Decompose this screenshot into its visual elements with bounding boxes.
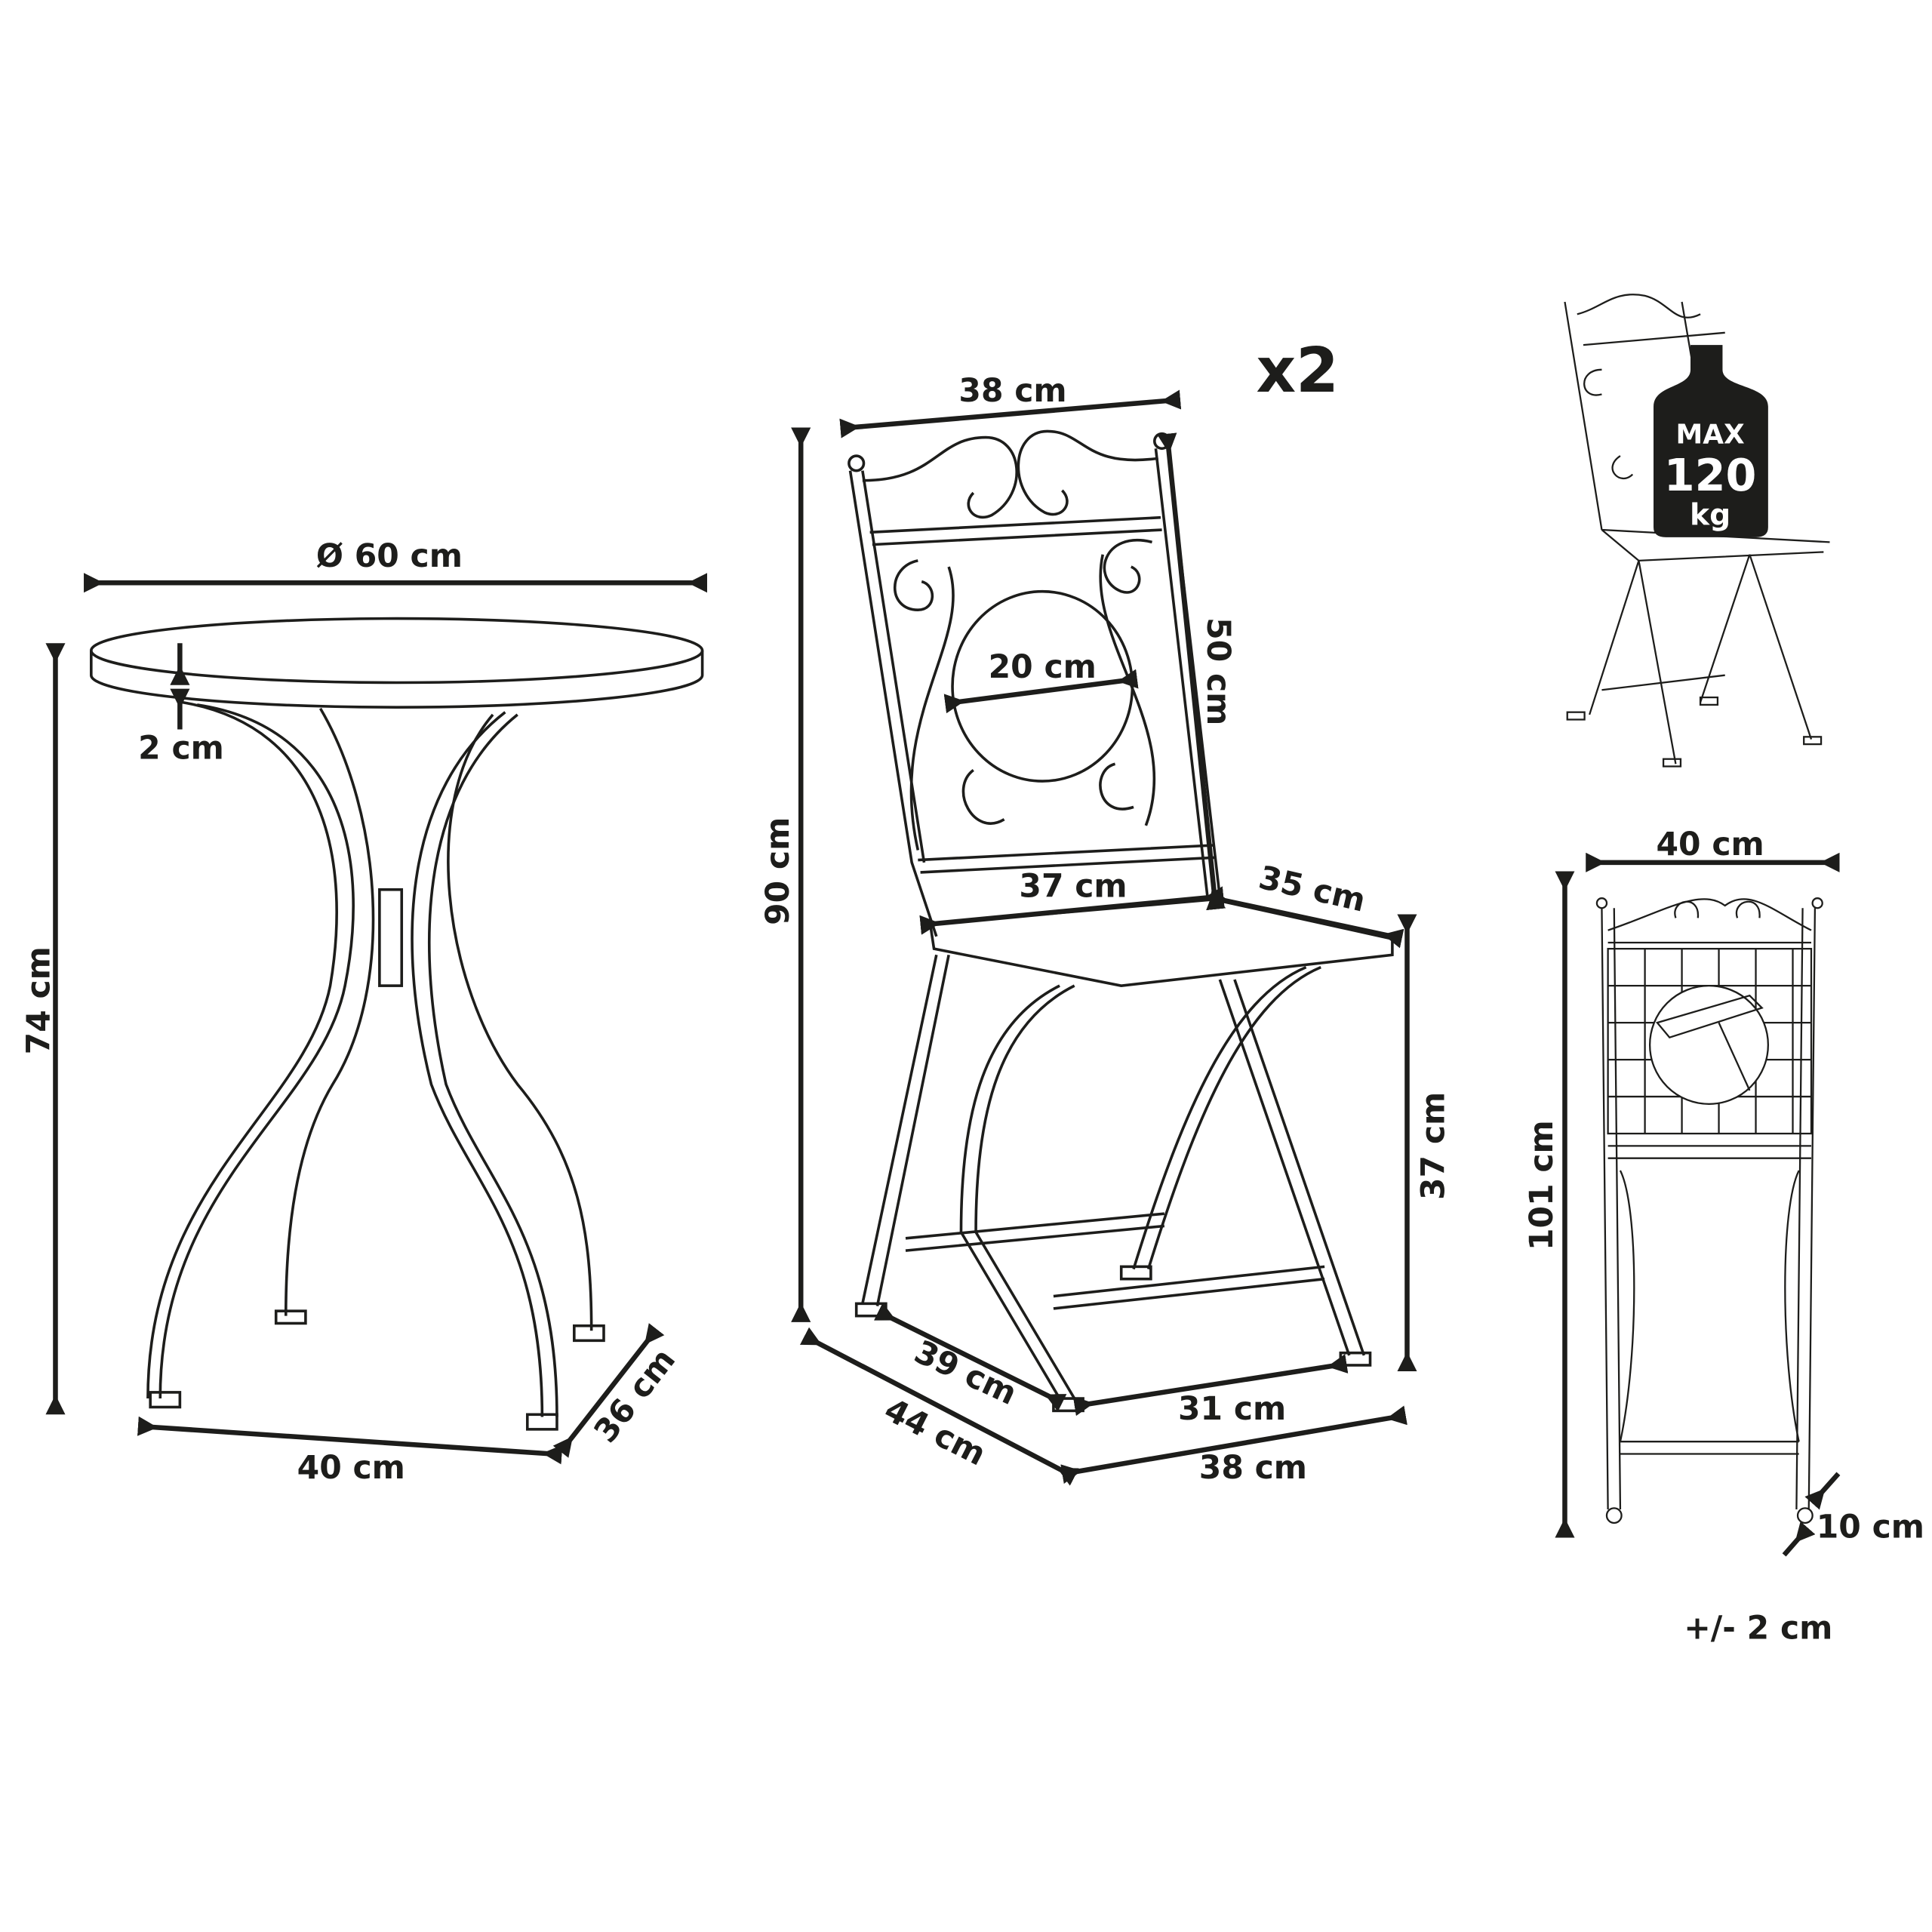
load-max-label: MAX bbox=[1676, 420, 1745, 451]
tolerance-note: +/- 2 cm bbox=[1684, 1610, 1832, 1647]
folded-chair-drawing bbox=[1595, 897, 1823, 1524]
chair-total-height-label: 90 cm bbox=[760, 817, 797, 925]
table-width-arrow bbox=[137, 1416, 563, 1465]
base-width-label: 38 cm bbox=[1199, 1450, 1307, 1487]
chair-back-height-label: 50 cm bbox=[1199, 617, 1236, 725]
folded-width-label: 40 cm bbox=[1657, 826, 1764, 863]
table-diameter-label: Ø 60 cm bbox=[316, 538, 463, 575]
seat-height-label: 37 cm bbox=[1415, 1092, 1452, 1200]
inner-width-label: 31 cm bbox=[1178, 1391, 1286, 1428]
chair-back-width-label: 38 cm bbox=[958, 373, 1066, 410]
table-dimensions: Ø 60 cm 2 cm 74 cm 40 cm 36 cm bbox=[20, 538, 708, 1487]
chair-quantity-label: x2 bbox=[1256, 335, 1338, 407]
folded-dimensions: 40 cm 101 cm 10 cm bbox=[1524, 826, 1924, 1557]
load-chair-drawing: MAX 120 kg bbox=[1564, 294, 1830, 768]
table-height-label: 74 cm bbox=[20, 946, 57, 1054]
load-value-label: 120 bbox=[1664, 449, 1757, 501]
load-unit-label: kg bbox=[1690, 499, 1730, 533]
table-depth-arrow bbox=[552, 1323, 665, 1458]
table-base-width-label: 40 cm bbox=[297, 1450, 405, 1487]
folded-height-label: 101 cm bbox=[1524, 1120, 1561, 1251]
medallion-diameter-label: 20 cm bbox=[989, 649, 1097, 686]
weight-bottle-icon bbox=[1654, 345, 1768, 537]
folded-depth-label: 10 cm bbox=[1817, 1509, 1924, 1546]
chair-dimensions: x2 38 cm 90 cm 50 cm 20 cm 37 cm 35 cm 3… bbox=[760, 335, 1453, 1487]
seat-width-label: 37 cm bbox=[1019, 869, 1127, 906]
table-thickness-label: 2 cm bbox=[138, 731, 224, 768]
